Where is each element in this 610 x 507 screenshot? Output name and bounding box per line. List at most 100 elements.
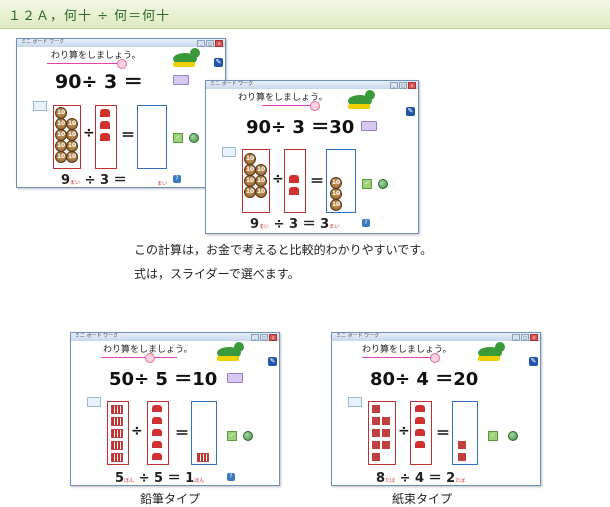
window-titlebar: ミニ ボード ワーク _ □ × xyxy=(206,81,418,89)
ball-icon[interactable] xyxy=(243,431,253,441)
bottom-divisor: 3 xyxy=(289,217,299,232)
equation-display: 80÷ 4 ＝20 xyxy=(370,369,479,390)
question-button[interactable]: ? xyxy=(173,175,181,183)
maximize-button[interactable]: □ xyxy=(260,334,268,341)
formula-slider-track[interactable] xyxy=(101,357,177,358)
question-button[interactable]: ? xyxy=(362,219,370,227)
check-button[interactable]: ✓ xyxy=(362,179,372,189)
unit-label: たば xyxy=(385,478,396,484)
equals-sign: ＝ xyxy=(436,426,450,442)
pencil-bundle-icon xyxy=(111,417,123,426)
pencil-bundle-icon xyxy=(111,441,123,450)
paper-bundle-icon xyxy=(372,453,380,461)
person-icon xyxy=(100,121,110,129)
pencil-tool-icon[interactable]: ✎ xyxy=(214,58,223,67)
minimize-button[interactable]: _ xyxy=(512,334,520,341)
window-titlebar: ミニ ボード ワーク _ □ × xyxy=(332,333,540,341)
bottom-dividend: 9 xyxy=(61,173,71,188)
equals-sign: ＝ xyxy=(310,174,324,190)
badge-label xyxy=(173,75,189,85)
paper-bundle-icon xyxy=(382,441,390,449)
bottom-quotient: 3 xyxy=(320,217,330,232)
page-title: １２Ａ，何十 ÷ 何＝何十 xyxy=(8,9,171,24)
prompt-text: わり算をしましょう。 xyxy=(103,345,193,355)
person-icon xyxy=(289,175,299,183)
side-control-icon[interactable] xyxy=(222,147,236,157)
window-title: ミニ ボード ワーク xyxy=(21,39,65,45)
coin-stack: 10 10 10 10 10 10 10 10 10 xyxy=(55,107,79,165)
bottom-divisor: 5 xyxy=(154,471,164,486)
equals-sign: ＝ xyxy=(175,426,189,442)
person-icon xyxy=(415,429,425,436)
bottom-dividend: 5 xyxy=(115,471,125,486)
question-button[interactable]: ? xyxy=(227,473,235,481)
paper-bundle-icon xyxy=(458,453,466,461)
page-header: １２Ａ，何十 ÷ 何＝何十 xyxy=(0,0,610,29)
check-button[interactable]: ✓ xyxy=(488,431,498,441)
formula-slider-track[interactable] xyxy=(47,63,119,64)
ball-icon[interactable] xyxy=(189,133,199,143)
formula-slider-track[interactable] xyxy=(262,105,312,106)
dinosaur-icon xyxy=(173,48,200,67)
formula-slider-knob[interactable] xyxy=(117,59,127,69)
person-icon xyxy=(152,429,162,436)
minimize-button[interactable]: _ xyxy=(390,82,398,89)
window-controls: _ □ × xyxy=(197,40,223,47)
quotient-bubble xyxy=(137,105,167,169)
formula-slider-knob[interactable] xyxy=(145,353,155,363)
ball-icon[interactable] xyxy=(508,431,518,441)
person-icon xyxy=(152,453,162,460)
formula-slider-knob[interactable] xyxy=(310,101,320,111)
side-control-icon[interactable] xyxy=(348,397,362,407)
dinosaur-icon xyxy=(478,342,505,361)
divide-sign: ÷ xyxy=(131,423,143,439)
app-window-3: ミニ ボード ワーク _ □ × わり算をしましょう。 ✎ 50÷ 5 ＝10 … xyxy=(70,332,280,486)
dinosaur-icon xyxy=(217,342,244,361)
bottom-quotient: 2 xyxy=(446,471,456,486)
ball-icon[interactable] xyxy=(378,179,388,189)
close-button[interactable]: × xyxy=(269,334,277,341)
formula-slider-track[interactable] xyxy=(362,357,438,358)
pencil-tool-icon[interactable]: ✎ xyxy=(529,357,538,366)
equals-sign: ＝ xyxy=(121,128,135,144)
maximize-button[interactable]: □ xyxy=(399,82,407,89)
side-control-icon[interactable] xyxy=(87,397,101,407)
side-control-icon[interactable] xyxy=(33,101,47,111)
app-window-2: ミニ ボード ワーク _ □ × わり算をしましょう。 ✎ 90÷ 3 ＝30 … xyxy=(205,80,419,234)
check-button[interactable]: ✓ xyxy=(173,133,183,143)
close-button[interactable]: × xyxy=(215,40,223,47)
window-controls: _ □ × xyxy=(390,82,416,89)
coin: 10 xyxy=(330,199,342,211)
caption-pencil-type: 鉛筆タイプ xyxy=(140,492,201,506)
bottom-equation: 9まい ÷ 3 ＝ 3まい xyxy=(250,213,339,232)
badge-label xyxy=(361,121,377,131)
bottom-equation: 8たば ÷ 4 ＝ 2たば xyxy=(376,467,465,486)
window-title: ミニ ボード ワーク xyxy=(210,81,254,87)
person-icon xyxy=(100,109,110,117)
pencil-bundle-icon xyxy=(111,453,123,462)
close-button[interactable]: × xyxy=(408,82,416,89)
close-button[interactable]: × xyxy=(530,334,538,341)
maximize-button[interactable]: □ xyxy=(206,40,214,47)
window-titlebar: ミニ ボード ワーク _ □ × xyxy=(17,39,225,47)
bottom-op: ÷ xyxy=(84,173,96,188)
paper-bundle-icon xyxy=(458,441,466,449)
prompt-text: わり算をしましょう。 xyxy=(238,93,328,103)
unit-label: ほん xyxy=(124,478,135,484)
pencil-tool-icon[interactable]: ✎ xyxy=(268,357,277,366)
check-button[interactable]: ✓ xyxy=(227,431,237,441)
bottom-dividend: 8 xyxy=(376,471,386,486)
paper-bundle-icon xyxy=(372,441,380,449)
coin: 10 xyxy=(66,151,78,163)
divide-sign: ÷ xyxy=(398,423,410,439)
maximize-button[interactable]: □ xyxy=(521,334,529,341)
equation-display: 50÷ 5 ＝10 xyxy=(109,369,218,390)
pencil-tool-icon[interactable]: ✎ xyxy=(406,107,415,116)
minimize-button[interactable]: _ xyxy=(251,334,259,341)
formula-slider-knob[interactable] xyxy=(430,353,440,363)
bottom-divisor: 3 xyxy=(100,173,110,188)
person-icon xyxy=(415,441,425,448)
minimize-button[interactable]: _ xyxy=(197,40,205,47)
description-line-2: 式は，スライダーで選べます。 xyxy=(134,267,300,281)
pencil-bundle-icon xyxy=(111,429,123,438)
